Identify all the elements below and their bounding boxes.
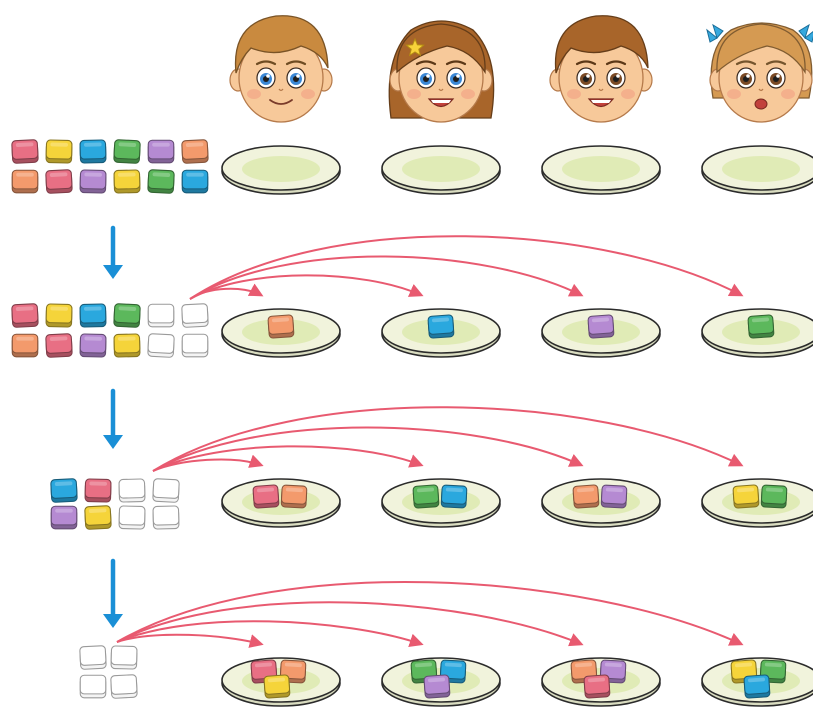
pink-candy bbox=[84, 478, 112, 503]
purple-candy bbox=[79, 169, 107, 194]
down-arrow-icon bbox=[103, 225, 123, 279]
green-candy bbox=[747, 314, 775, 339]
yellow-candy bbox=[113, 169, 141, 194]
empty-candy-slot bbox=[147, 303, 175, 328]
empty-candy-slot bbox=[152, 505, 180, 530]
hair bbox=[396, 23, 486, 75]
child-girl-pigtails bbox=[706, 22, 813, 123]
children-faces bbox=[229, 15, 813, 123]
yellow-candy bbox=[45, 139, 73, 164]
empty-candy-slot bbox=[79, 674, 107, 699]
distribution-arrow bbox=[152, 406, 744, 472]
purple-candy bbox=[587, 314, 615, 339]
yellow-candy bbox=[113, 333, 141, 358]
empty-candy-slot bbox=[110, 645, 138, 670]
yellow-candy bbox=[45, 303, 73, 328]
orange-candy bbox=[280, 484, 308, 509]
blue-candy bbox=[79, 303, 107, 328]
empty-candy-slot bbox=[118, 478, 146, 503]
yellow-candy bbox=[732, 484, 760, 509]
distribution-arrow bbox=[189, 235, 744, 300]
orange-candy bbox=[572, 484, 600, 509]
distribution-arrow bbox=[152, 426, 584, 472]
blue-candy bbox=[181, 169, 209, 194]
child-girl-star-clip bbox=[388, 20, 495, 123]
pink-candy bbox=[11, 303, 39, 328]
green-candy bbox=[147, 169, 175, 194]
hair bbox=[234, 15, 329, 74]
distribution-arrow bbox=[116, 620, 424, 648]
green-candy bbox=[113, 139, 141, 164]
plate bbox=[221, 145, 341, 195]
pink-candy bbox=[11, 139, 39, 164]
down-arrow-icon bbox=[103, 558, 123, 628]
green-candy bbox=[760, 484, 788, 509]
hair bbox=[716, 23, 806, 75]
distribution-arrow bbox=[189, 255, 584, 300]
child-boy-light bbox=[229, 15, 333, 123]
purple-candy bbox=[50, 505, 78, 530]
distribution-arrow bbox=[116, 580, 744, 646]
blue-candy bbox=[743, 674, 771, 699]
pink-candy bbox=[45, 333, 73, 358]
empty-candy-slot bbox=[110, 674, 138, 699]
candy-piles bbox=[11, 139, 209, 699]
distribution-arrow bbox=[116, 601, 584, 647]
plate bbox=[381, 145, 501, 195]
plate bbox=[221, 308, 341, 358]
empty-candy-slot bbox=[181, 303, 209, 328]
blue-candy bbox=[79, 139, 107, 164]
plates bbox=[221, 145, 813, 707]
blue-candy bbox=[439, 659, 467, 684]
distribution-arrow bbox=[116, 633, 264, 648]
plate bbox=[541, 145, 661, 195]
distribution-arrow bbox=[152, 445, 424, 472]
hair-tie-icon bbox=[706, 23, 724, 43]
yellow-candy bbox=[263, 674, 291, 699]
child-boy-brown bbox=[549, 15, 653, 123]
empty-candy-slot bbox=[79, 645, 107, 670]
blue-candy bbox=[440, 484, 468, 509]
blue-candy bbox=[427, 314, 455, 339]
blue-candy bbox=[50, 478, 78, 503]
empty-candy-slot bbox=[147, 333, 175, 358]
yellow-candy bbox=[84, 505, 112, 530]
green-candy bbox=[412, 484, 440, 509]
purple-candy bbox=[600, 484, 628, 509]
down-arrow-icon bbox=[103, 388, 123, 449]
plate bbox=[701, 145, 813, 195]
purple-candy bbox=[147, 139, 175, 164]
orange-candy bbox=[267, 314, 295, 339]
orange-candy bbox=[11, 333, 39, 358]
star-clip-icon bbox=[405, 37, 425, 57]
distribution-arrow bbox=[189, 274, 424, 300]
purple-candy bbox=[423, 674, 451, 699]
pink-candy bbox=[252, 484, 280, 509]
distribution-arrows bbox=[116, 235, 744, 648]
pink-candy bbox=[45, 169, 73, 194]
empty-candy-slot bbox=[181, 333, 209, 358]
empty-candy-slot bbox=[152, 478, 180, 503]
step-arrows bbox=[103, 225, 123, 628]
hair-tie-icon bbox=[798, 23, 813, 43]
pink-candy bbox=[583, 674, 611, 699]
empty-candy-slot bbox=[118, 505, 146, 530]
green-candy bbox=[113, 303, 141, 328]
purple-candy bbox=[79, 333, 107, 358]
hair bbox=[554, 15, 649, 74]
orange-candy bbox=[181, 139, 209, 164]
orange-candy bbox=[11, 169, 39, 194]
